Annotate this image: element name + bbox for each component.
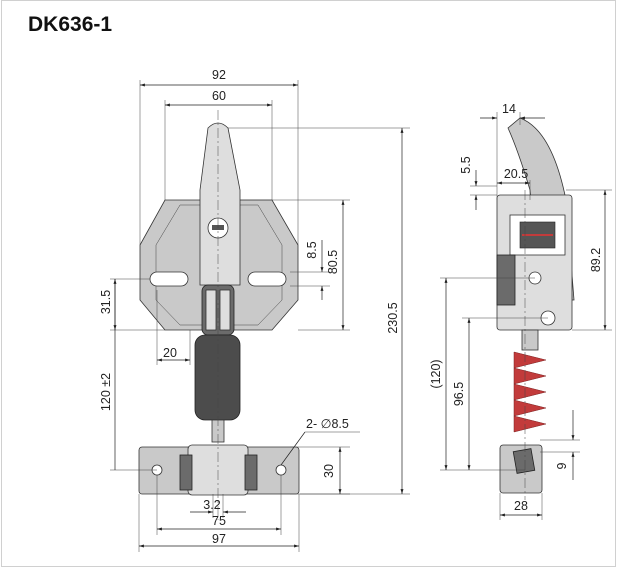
dim-30: 30 — [322, 464, 336, 478]
dim-5-5: 5.5 — [459, 156, 473, 173]
dim-3-2: 3.2 — [203, 498, 220, 512]
dim-9: 9 — [555, 462, 569, 469]
dim-20-5: 20.5 — [504, 167, 528, 181]
dim-14: 14 — [502, 102, 516, 116]
dim-97: 97 — [212, 532, 226, 546]
side-dimension-labels: 14 5.5 20.5 89.2 (120) 96.5 9 28 — [429, 102, 603, 513]
left-slot — [149, 271, 189, 287]
dim-96-5: 96.5 — [452, 382, 466, 406]
front-dimension-lines — [110, 80, 410, 552]
front-spring-body — [194, 334, 241, 421]
dim-60: 60 — [212, 89, 226, 103]
product-code-title: DK636-1 — [28, 13, 113, 36]
side-spring-rod — [521, 329, 539, 351]
dim-80-5: 80.5 — [326, 250, 340, 274]
dim-75: 75 — [212, 514, 226, 528]
dim-92: 92 — [212, 68, 226, 82]
dim-28: 28 — [514, 499, 528, 513]
dim-120-tol: 120 ±2 — [99, 373, 113, 411]
side-spring — [513, 351, 547, 433]
dim-20: 20 — [163, 346, 177, 360]
front-dimension-labels: 92 60 230.5 8.5 80.5 31.5 20 120 ±2 2- ∅… — [99, 68, 400, 546]
dim-8-5: 8.5 — [305, 241, 319, 258]
catch-hole-right — [275, 464, 287, 476]
right-slot — [247, 271, 287, 287]
front-handle — [199, 122, 241, 286]
dim-230-5: 230.5 — [386, 302, 400, 333]
front-view — [138, 110, 300, 520]
dim-89-2: 89.2 — [589, 248, 603, 272]
side-dimension-lines — [440, 112, 612, 520]
dim-2-phi-8-5: 2- ∅8.5 — [306, 417, 349, 431]
dim-120-ref: (120) — [429, 359, 443, 388]
dim-31-5: 31.5 — [99, 290, 113, 314]
